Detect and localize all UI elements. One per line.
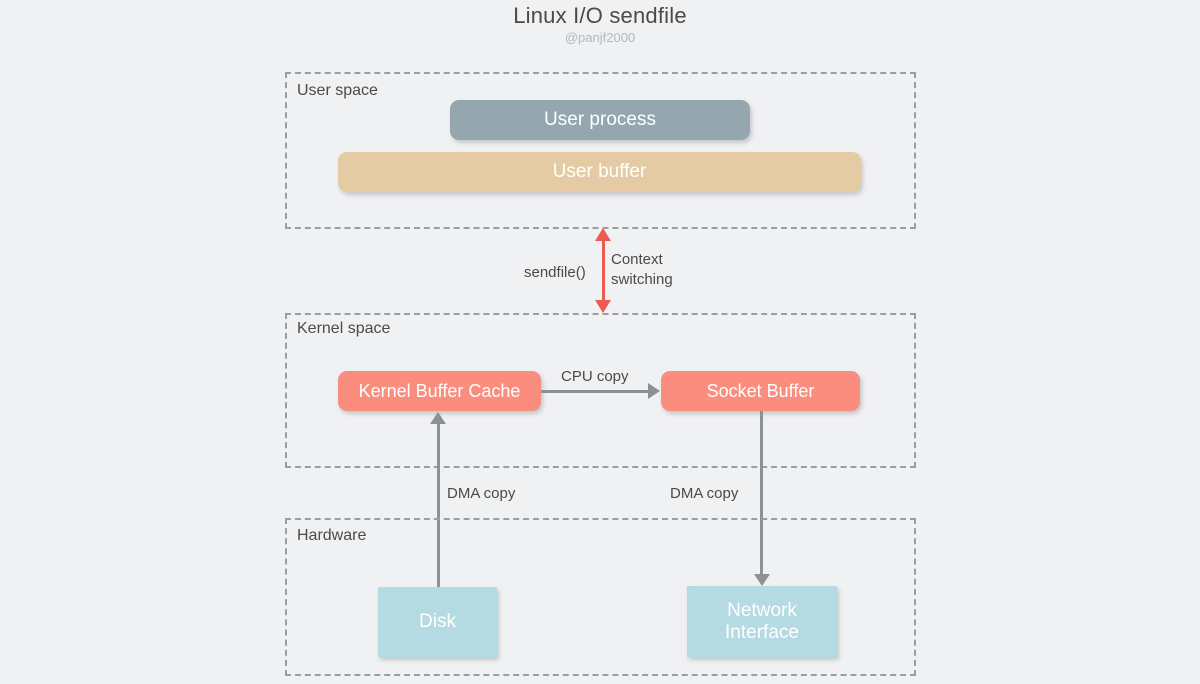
- box-user-buffer[interactable]: User buffer: [338, 152, 861, 192]
- cpu-copy-arrow-line: [541, 390, 649, 393]
- box-network-interface[interactable]: Network Interface: [687, 586, 837, 657]
- box-user-process-label: User process: [544, 109, 656, 131]
- edge-label-dma-copy-disk: DMA copy: [447, 485, 516, 502]
- box-network-interface-label: Network Interface: [725, 600, 799, 644]
- edge-label-dma-copy-nic: DMA copy: [670, 485, 739, 502]
- region-kernel-space-label: Kernel space: [297, 320, 391, 337]
- cpu-copy-arrowhead: [648, 383, 660, 399]
- sendfile-arrow-line: [602, 240, 605, 301]
- region-kernel-space: [285, 313, 916, 468]
- edge-label-context-switching-line1: Context: [611, 251, 663, 268]
- edge-label-context-switching: Context switching: [611, 250, 673, 291]
- page-subtitle: @panjf2000: [564, 30, 636, 45]
- page-title: Linux I/O sendfile: [513, 3, 687, 28]
- sendfile-arrowhead-up: [595, 228, 611, 241]
- box-kernel-buffer-cache[interactable]: Kernel Buffer Cache: [338, 371, 541, 411]
- box-socket-buffer-label: Socket Buffer: [706, 380, 815, 401]
- region-user-space: [285, 72, 916, 229]
- region-hardware: [285, 518, 916, 676]
- box-network-interface-label-line1: Network: [727, 599, 797, 621]
- dma-copy-disk-arrowhead: [430, 412, 446, 424]
- region-user-space-label: User space: [297, 82, 378, 99]
- box-network-interface-label-line2: Interface: [725, 621, 799, 643]
- dma-copy-nic-arrowhead: [754, 574, 770, 586]
- box-disk[interactable]: Disk: [378, 587, 497, 657]
- box-disk-label: Disk: [419, 611, 456, 633]
- edge-label-sendfile: sendfile(): [524, 264, 586, 281]
- box-user-process[interactable]: User process: [450, 100, 750, 140]
- dma-copy-nic-arrow-line: [760, 411, 763, 574]
- edge-label-cpu-copy: CPU copy: [561, 368, 629, 385]
- sendfile-arrowhead-down: [595, 300, 611, 313]
- edge-label-context-switching-line2: switching: [611, 271, 673, 289]
- box-user-buffer-label: User buffer: [552, 161, 647, 183]
- box-socket-buffer[interactable]: Socket Buffer: [661, 371, 860, 411]
- box-kernel-buffer-cache-label: Kernel Buffer Cache: [358, 380, 521, 401]
- region-hardware-label: Hardware: [297, 527, 367, 544]
- dma-copy-disk-arrow-line: [437, 424, 440, 588]
